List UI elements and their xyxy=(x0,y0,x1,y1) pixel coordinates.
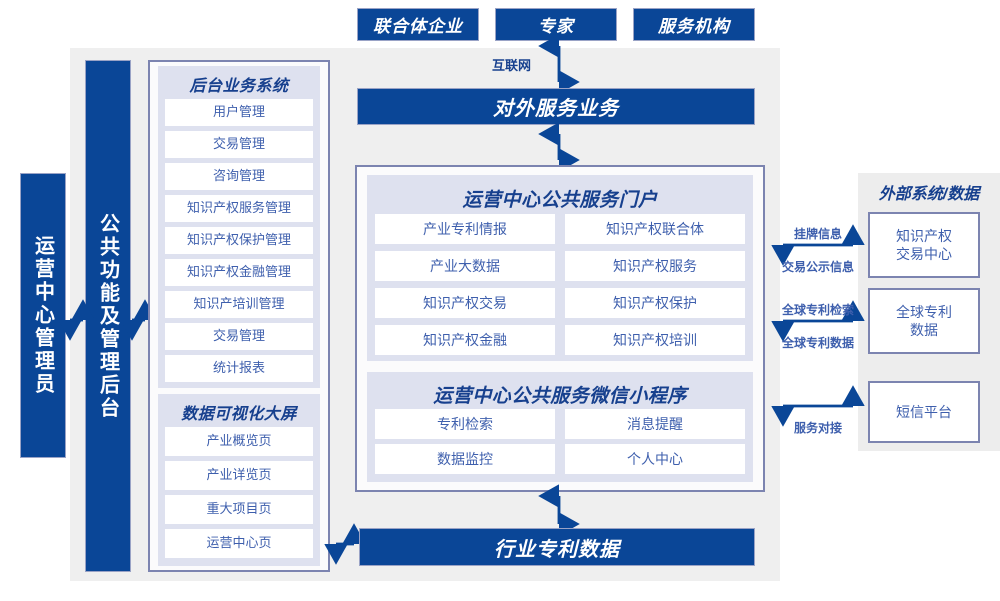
backend-item-4[interactable]: 知识产权保护管理 xyxy=(165,227,313,254)
backend-item-0[interactable]: 用户管理 xyxy=(165,99,313,126)
backend-item-1-label: 交易管理 xyxy=(212,136,265,152)
backend-system-title: 后台业务系统 xyxy=(189,78,289,95)
portal-item-6[interactable]: 知识产权金融 xyxy=(375,325,555,355)
industry-data-bar[interactable]: 行业专利数据 xyxy=(359,528,755,566)
portal-item-2-label: 产业大数据 xyxy=(430,257,500,274)
miniprogram-title: 运营中心公共服务微信小程序 xyxy=(433,386,687,407)
dataviz-item-2[interactable]: 重大项目页 xyxy=(165,495,313,524)
dataviz-item-1[interactable]: 产业详览页 xyxy=(165,461,313,490)
backend-item-3-label: 知识产权服务管理 xyxy=(186,200,291,216)
external-connector-0-label-above: 挂牌信息 xyxy=(793,227,842,241)
portal-item-7-label: 知识产权培训 xyxy=(613,331,697,348)
dataviz-item-3-label: 运营中心页 xyxy=(206,535,272,551)
external-connector-2-label-below: 服务对接 xyxy=(793,421,842,435)
backend-item-0-label: 用户管理 xyxy=(212,104,265,120)
top-actor-0[interactable]: 联合体企业 xyxy=(357,8,479,41)
portal-item-5[interactable]: 知识产权保护 xyxy=(565,288,745,318)
backend-item-1[interactable]: 交易管理 xyxy=(165,131,313,158)
top-actor-1-label: 专家 xyxy=(538,17,574,36)
backend-item-8-label: 统计报表 xyxy=(212,360,265,376)
backend-item-8[interactable]: 统计报表 xyxy=(165,355,313,382)
role-bar-operations-admin[interactable]: 运营中心管理员 xyxy=(20,173,66,458)
role-bar-common-admin[interactable]: 公共功能及管理后台 xyxy=(85,60,131,572)
role-bar-operations-admin-label: 运营中心管理员 xyxy=(31,235,54,396)
portal-item-4-label: 知识产权交易 xyxy=(423,294,507,311)
portal-title: 运营中心公共服务门户 xyxy=(462,190,658,211)
backend-item-6[interactable]: 知识产培训管理 xyxy=(165,291,313,318)
portal-to-industry-arrow xyxy=(538,484,580,536)
external-connector-0-label-below: 交易公示信息 xyxy=(781,260,854,274)
miniprogram-item-0-label: 专利检索 xyxy=(437,415,493,432)
dataviz-item-3[interactable]: 运营中心页 xyxy=(165,529,313,558)
external-connector-1-label-below: 全球专利数据 xyxy=(781,336,854,350)
miniprogram-item-2[interactable]: 数据监控 xyxy=(375,444,555,474)
portal-item-3-label: 知识产权服务 xyxy=(613,257,697,274)
miniprogram-item-1[interactable]: 消息提醒 xyxy=(565,409,745,439)
backend-item-5[interactable]: 知识产权金融管理 xyxy=(165,259,313,286)
top-actor-0-label: 联合体企业 xyxy=(373,17,463,36)
portal-item-4[interactable]: 知识产权交易 xyxy=(375,288,555,318)
miniprogram-item-2-label: 数据监控 xyxy=(437,450,493,467)
external-systems-title: 外部系统/数据 xyxy=(878,186,980,203)
external-box-global-patent-line1: 全球专利 xyxy=(896,303,952,320)
external-box-sms-platform[interactable]: 短信平台 xyxy=(868,381,980,443)
portal-item-5-label: 知识产权保护 xyxy=(613,294,697,311)
external-box-ip-exchange-line2: 交易中心 xyxy=(896,246,952,262)
service-to-portal-arrow xyxy=(538,122,580,172)
external-connector-0-arrow xyxy=(771,224,865,266)
miniprogram-item-3[interactable]: 个人中心 xyxy=(565,444,745,474)
portal-item-0[interactable]: 产业专利情报 xyxy=(375,214,555,244)
portal-item-1-label: 知识产权联合体 xyxy=(606,220,704,237)
portal-item-7[interactable]: 知识产权培训 xyxy=(565,325,745,355)
miniprogram-item-3-label: 个人中心 xyxy=(627,450,683,467)
backend-item-4-label: 知识产权保护管理 xyxy=(186,232,291,248)
top-actor-2-label: 服务机构 xyxy=(658,17,730,36)
top-actor-2[interactable]: 服务机构 xyxy=(633,8,755,41)
portal-item-2[interactable]: 产业大数据 xyxy=(375,251,555,281)
miniprogram-item-0[interactable]: 专利检索 xyxy=(375,409,555,439)
role-link-arrow-right xyxy=(120,299,157,341)
external-service-bar[interactable]: 对外服务业务 xyxy=(357,88,755,125)
external-box-global-patent[interactable]: 全球专利 数据 xyxy=(868,288,980,354)
external-connector-1-arrow xyxy=(771,300,865,342)
dataviz-to-industry-arrow xyxy=(324,523,366,565)
internet-label: 互联网 xyxy=(492,58,532,73)
data-visualization-title: 数据可视化大屏 xyxy=(181,406,297,423)
portal-item-3[interactable]: 知识产权服务 xyxy=(565,251,745,281)
backend-item-3[interactable]: 知识产权服务管理 xyxy=(165,195,313,222)
external-box-global-patent-line2: 数据 xyxy=(910,322,938,338)
dataviz-item-1-label: 产业详览页 xyxy=(206,467,272,483)
portal-item-1[interactable]: 知识产权联合体 xyxy=(565,214,745,244)
portal-item-0-label: 产业专利情报 xyxy=(423,220,507,237)
dataviz-item-0-label: 产业概览页 xyxy=(206,433,272,449)
backend-item-7[interactable]: 交易管理 xyxy=(165,323,313,350)
dataviz-item-2-label: 重大项目页 xyxy=(206,501,272,517)
industry-data-bar-label: 行业专利数据 xyxy=(494,538,620,561)
external-box-sms-platform-line1: 短信平台 xyxy=(896,403,952,420)
miniprogram-item-1-label: 消息提醒 xyxy=(627,415,683,432)
backend-item-2[interactable]: 咨询管理 xyxy=(165,163,313,190)
role-bar-common-admin-label: 公共功能及管理后台 xyxy=(96,212,119,420)
external-connector-1-label-above: 全球专利检索 xyxy=(781,303,854,317)
external-box-ip-exchange-line1: 知识产权 xyxy=(896,227,952,244)
external-service-bar-label: 对外服务业务 xyxy=(493,98,619,120)
backend-item-7-label: 交易管理 xyxy=(212,328,265,344)
external-box-ip-exchange[interactable]: 知识产权 交易中心 xyxy=(868,212,980,278)
role-link-arrow-left xyxy=(58,299,95,341)
external-connector-2-arrow xyxy=(771,385,865,427)
backend-item-2-label: 咨询管理 xyxy=(212,168,265,184)
top-actor-1[interactable]: 专家 xyxy=(495,8,617,41)
dataviz-item-0[interactable]: 产业概览页 xyxy=(165,427,313,456)
backend-item-6-label: 知识产培训管理 xyxy=(193,296,285,312)
backend-item-5-label: 知识产权金融管理 xyxy=(186,264,291,280)
portal-item-6-label: 知识产权金融 xyxy=(423,331,507,348)
internet-arrow xyxy=(538,34,580,94)
